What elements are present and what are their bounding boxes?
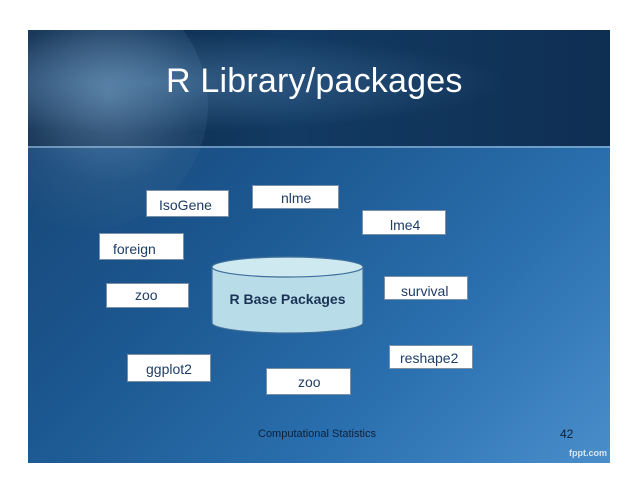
watermark-logo: fppt.com xyxy=(569,448,607,458)
package-label-lme4: lme4 xyxy=(390,217,421,233)
package-box-zoo-bottom: zoo xyxy=(266,368,351,395)
package-box-ggplot2: ggplot2 xyxy=(127,354,211,382)
package-box-reshape2: reshape2 xyxy=(389,345,473,369)
package-label-nlme: nlme xyxy=(281,190,312,206)
package-label-ggplot2: ggplot2 xyxy=(146,361,192,377)
slide-header xyxy=(28,30,610,146)
database-cylinder xyxy=(211,256,364,334)
database-label: R Base Packages xyxy=(229,291,346,307)
package-box-nlme: nlme xyxy=(252,185,339,209)
package-label-foreign: foreign xyxy=(113,241,156,257)
footer-text: Computational Statistics xyxy=(258,428,376,440)
slide: R Library/packages IsoGene nlme lme4 for… xyxy=(28,30,610,463)
header-highlight xyxy=(28,30,610,146)
package-label-reshape2: reshape2 xyxy=(400,350,459,366)
slide-title: R Library/packages xyxy=(166,62,463,100)
package-label-zoo-left: zoo xyxy=(135,287,158,303)
package-box-lme4: lme4 xyxy=(362,210,446,235)
package-label-survival: survival xyxy=(401,283,449,299)
header-divider xyxy=(28,146,610,148)
package-label-zoo-bottom: zoo xyxy=(298,374,321,390)
package-box-survival: survival xyxy=(384,276,468,300)
package-box-foreign: foreign xyxy=(99,233,184,260)
package-box-zoo-left: zoo xyxy=(106,283,189,308)
page-number: 42 xyxy=(560,427,574,441)
package-box-isogene: IsoGene xyxy=(146,190,229,217)
package-label-isogene: IsoGene xyxy=(159,197,212,213)
